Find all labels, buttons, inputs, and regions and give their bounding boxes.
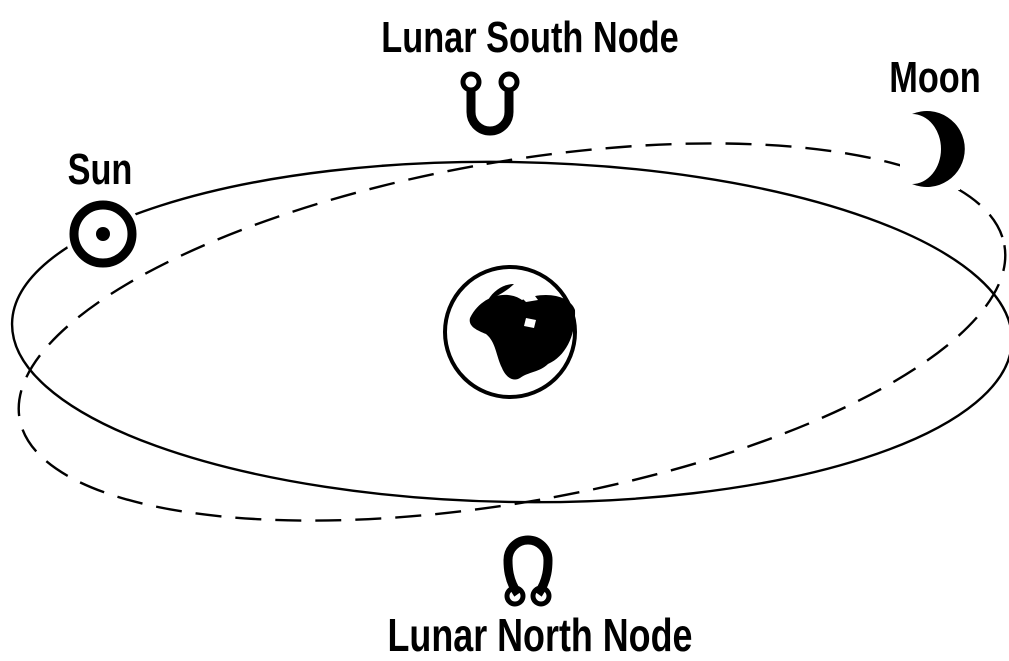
- south-node-icon: [463, 74, 517, 131]
- earth-globe-icon: [445, 267, 575, 397]
- lunar-south-node-label: Lunar South Node: [374, 16, 686, 60]
- moon-label: Moon: [869, 56, 1002, 100]
- sun-icon: [65, 196, 141, 272]
- sun-label: Sun: [53, 148, 147, 192]
- north-node-icon: [507, 540, 549, 604]
- crescent-moon-icon: [900, 110, 965, 190]
- lunar-north-node-label: Lunar North Node: [376, 612, 704, 658]
